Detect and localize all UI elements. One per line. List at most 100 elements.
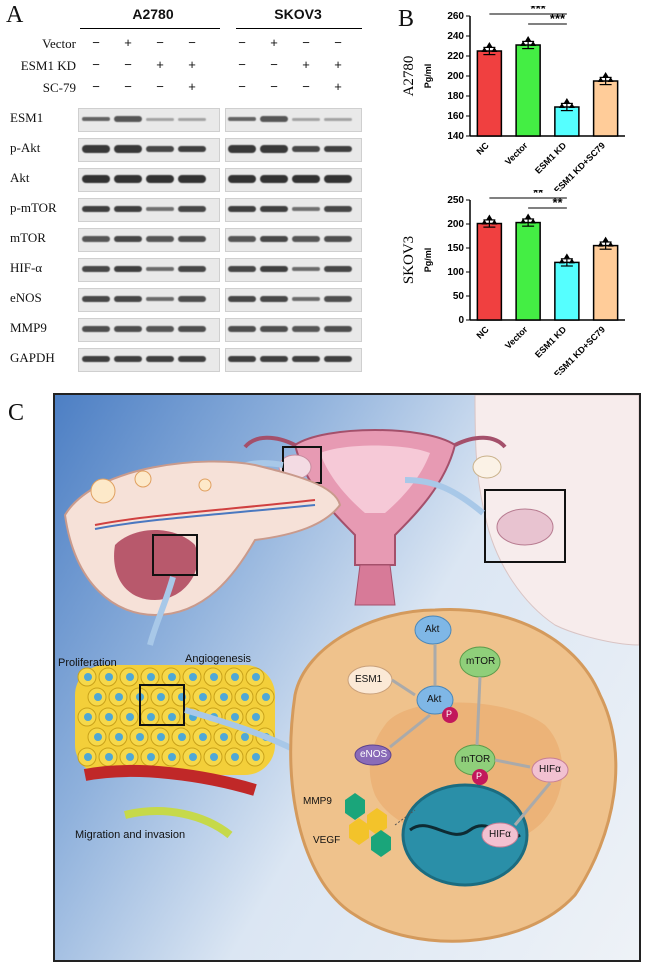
blot-band	[82, 295, 110, 303]
y-tick-label: 140	[447, 131, 464, 142]
blot-band	[114, 355, 142, 363]
vein	[94, 504, 316, 530]
tumor-cell-nucleus	[157, 733, 165, 741]
tumor-cell-nucleus	[147, 713, 155, 721]
blot-band	[228, 295, 256, 303]
blot-band	[292, 326, 320, 332]
tumor-cell-nucleus	[210, 753, 218, 761]
data-point	[563, 253, 570, 259]
blot-band	[82, 236, 110, 242]
data-point	[563, 98, 570, 103]
panel-label-b: B	[398, 6, 415, 32]
uterus-cavity	[320, 445, 430, 513]
condition-sign: −	[238, 79, 246, 94]
data-point	[525, 36, 532, 41]
fallopian-tube-left	[243, 435, 296, 449]
blot-band	[146, 207, 174, 211]
blot-band	[260, 235, 288, 243]
tumor-cell-nucleus	[252, 673, 260, 681]
y-tick-label: 200	[447, 219, 464, 230]
x-tick-label: NC	[475, 140, 492, 157]
blot-label: HIF-α	[10, 260, 43, 275]
data-point	[568, 103, 575, 108]
lymph-vessel	[124, 807, 233, 839]
blot-band	[260, 265, 288, 273]
data-point	[558, 103, 565, 108]
blot-band	[292, 145, 320, 153]
blot-label: eNOS	[10, 290, 42, 305]
arrow-cells-to-cell	[184, 707, 297, 753]
blot-band	[178, 355, 206, 363]
blot-band	[178, 265, 206, 273]
condition-sign: −	[238, 35, 246, 50]
blot-band	[178, 175, 206, 183]
tumor-cell-nucleus	[189, 673, 197, 681]
blot-band	[228, 326, 256, 332]
cell-line-skov3: SKOV3	[274, 6, 322, 22]
data-point	[486, 214, 493, 220]
tumor-cell-nucleus	[231, 673, 239, 681]
ovary-right	[472, 455, 502, 479]
blot-band	[324, 355, 352, 363]
blot-band	[146, 296, 174, 302]
bar	[554, 261, 580, 321]
data-point	[491, 219, 498, 225]
akt-protein-active	[416, 685, 454, 715]
blot-band	[228, 205, 256, 213]
tumor-cell-nucleus	[168, 753, 176, 761]
blot-band	[146, 236, 174, 242]
data-point	[530, 41, 537, 46]
follicle	[134, 470, 152, 488]
panel-label-a: A	[6, 2, 24, 28]
data-point	[568, 258, 575, 264]
blot-band	[178, 117, 206, 121]
blot-band	[228, 236, 256, 242]
tumor-cell-nucleus	[220, 693, 228, 701]
blot-band	[178, 326, 206, 332]
blot-band	[292, 266, 320, 272]
blood-vessel	[83, 764, 257, 796]
condition-label: SC-79	[42, 80, 76, 95]
blot-band	[178, 145, 206, 153]
bar	[476, 222, 503, 321]
blot-band	[228, 116, 256, 122]
blot-band	[114, 265, 142, 273]
condition-sign: +	[302, 57, 310, 72]
data-point	[602, 236, 609, 242]
label-esm1: ESM1	[355, 674, 383, 685]
blot-band	[146, 117, 174, 121]
label-phospho-2: P	[476, 771, 483, 781]
tumor-cell-nucleus	[105, 713, 113, 721]
data-point	[520, 218, 527, 224]
blot-label: p-Akt	[10, 140, 41, 155]
zoom-box-pelvis	[484, 489, 566, 563]
blot-band	[82, 145, 110, 153]
condition-sign: +	[334, 79, 342, 94]
significance-stars: **	[552, 195, 563, 210]
label-phospho-1: P	[446, 709, 453, 719]
label-akt-top: Akt	[425, 624, 440, 635]
data-point	[597, 77, 604, 82]
cervix	[354, 564, 396, 606]
mmp9-hexagon	[345, 793, 365, 820]
arrow-mtor-mtor	[475, 676, 482, 746]
label-mtor-active: mTOR	[461, 754, 491, 765]
blot-band	[114, 295, 142, 303]
follicle	[198, 478, 212, 492]
zoom-box-cells	[139, 684, 185, 726]
blot-band	[292, 175, 320, 183]
blot-band	[82, 116, 110, 122]
bar	[515, 44, 541, 137]
blot-band	[324, 265, 352, 273]
blot-band	[146, 145, 174, 153]
blot-label: mTOR	[10, 230, 46, 245]
label-enos: eNOS	[360, 749, 388, 760]
data-point	[481, 219, 488, 225]
blot-band	[228, 355, 256, 363]
x-tick-label: Vector	[503, 324, 530, 351]
tumor-cell-nucleus	[94, 733, 102, 741]
x-tick-label: NC	[475, 324, 492, 341]
bar	[515, 221, 541, 321]
cell-line-underline	[80, 28, 220, 29]
